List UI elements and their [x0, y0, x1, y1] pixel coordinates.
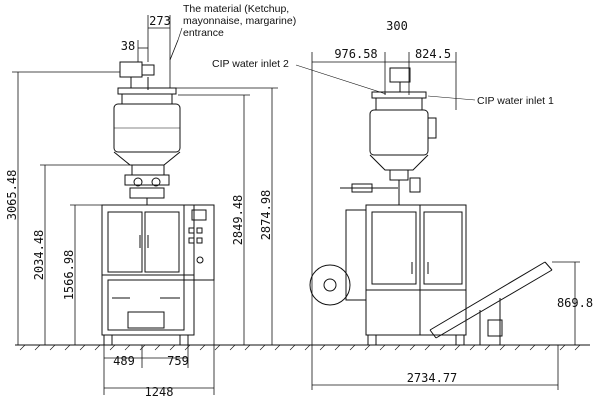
front-dimensions [12, 15, 278, 395]
dim-base-width: 1248 [145, 385, 174, 399]
side-motor [389, 67, 411, 83]
material-entrance-line-2: mayonnaise, margarine) [183, 15, 296, 27]
material-entrance-line-3: entrance [183, 27, 224, 39]
front-cabinet [101, 204, 195, 336]
dim-base-left: 489 [113, 354, 135, 368]
dim-frame-height: 2034.48 [32, 230, 46, 281]
material-entrance-line-1: The material (Ketchup, [183, 3, 289, 15]
dim-side-top: 300 [386, 19, 408, 33]
front-motor [119, 61, 143, 78]
dim-side-right: 824.5 [415, 47, 451, 61]
dim-overall-height: 2874.98 [259, 190, 273, 241]
dim-top-feed: 273 [149, 14, 171, 28]
dim-base-right: 759 [167, 354, 189, 368]
output-conveyor [429, 261, 553, 345]
side-dimensions [295, 52, 580, 390]
dim-top-small: 38 [121, 39, 135, 53]
dim-cabinet-height: 1566.98 [62, 250, 76, 301]
dim-total-height: 3065.48 [5, 170, 19, 221]
callout-labels: The material (Ketchup, mayonnaise, marga… [183, 3, 554, 107]
cip-inlet-1-label: CIP water inlet 1 [477, 95, 554, 107]
dim-conveyor-height: 869.8 [557, 296, 593, 310]
dim-side-left: 976.58 [334, 47, 377, 61]
side-view [309, 67, 553, 346]
dim-hopper-height: 2849.48 [231, 195, 245, 246]
front-view [101, 39, 215, 346]
dim-side-total: 2734.77 [407, 371, 458, 385]
front-control-panel [183, 204, 215, 281]
cip-inlet-2-label: CIP water inlet 2 [212, 58, 289, 70]
front-hopper-lid [117, 87, 177, 95]
film-roll [309, 264, 351, 306]
ground-line [15, 344, 590, 351]
dimension-labels: 273 38 3065.48 2034.48 1566.98 2849.48 2… [5, 14, 593, 399]
side-hopper-tank [369, 109, 429, 156]
